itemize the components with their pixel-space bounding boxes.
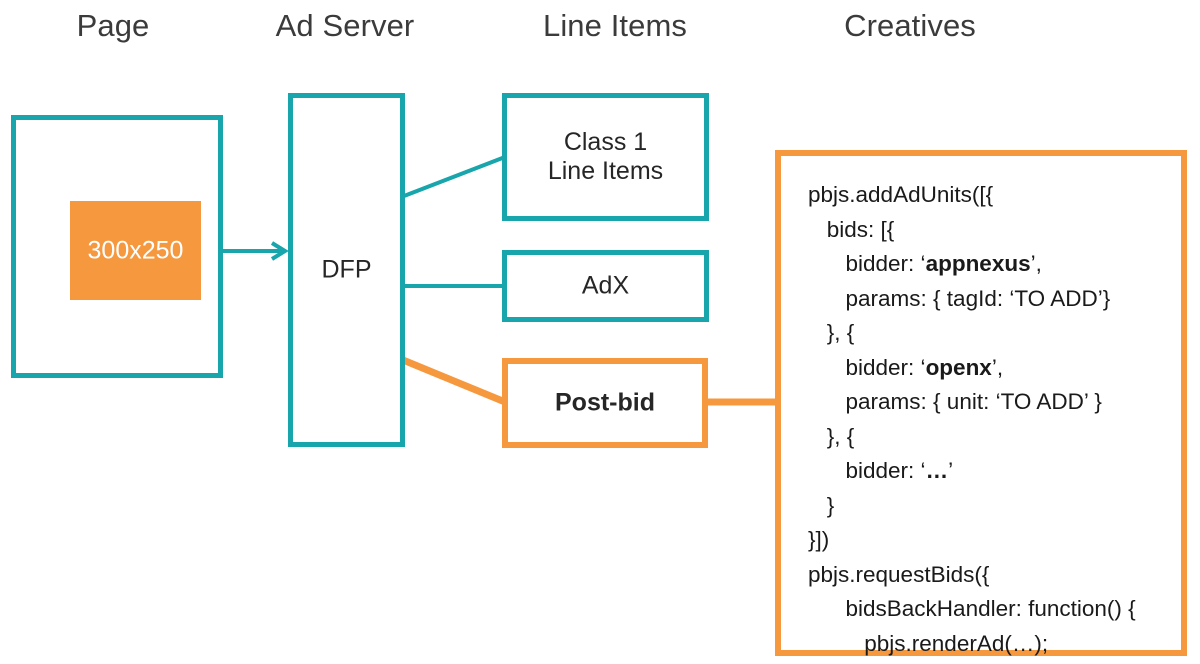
code-line: }, { <box>808 423 855 449</box>
class1-line-items-box[interactable]: Class 1 Line Items <box>502 93 709 221</box>
code-line: params: { tagId: ‘TO ADD’} <box>808 285 1111 311</box>
code-line: bids: [{ <box>808 216 895 242</box>
class1-line-items-label: Class 1 Line Items <box>547 127 664 185</box>
code-line: }, { <box>808 320 855 345</box>
code-line: bidder: ‘openx’, <box>808 354 1004 380</box>
post-bid-label: Post-bid <box>555 388 655 417</box>
code-line: bidsBackHandler: function() { <box>808 596 1136 621</box>
column-header-ad-server: Ad Server <box>275 8 415 43</box>
code-line: pbjs.renderAd(…); <box>808 630 1049 656</box>
ad-slot-300x250[interactable]: 300x250 <box>70 201 201 300</box>
adx-box[interactable]: AdX <box>502 250 709 322</box>
column-header-creatives: Creatives <box>844 8 976 43</box>
adx-label: AdX <box>581 271 630 300</box>
dfp-to-postbid-line <box>401 356 507 406</box>
code-line: params: { unit: ‘TO ADD’ } <box>808 389 1102 414</box>
code-line: bidder: ‘appnexus’, <box>808 251 1042 276</box>
dfp-box[interactable]: DFP <box>288 93 405 447</box>
post-bid-box[interactable]: Post-bid <box>502 358 708 448</box>
code-line: }]) <box>808 527 830 552</box>
code-line: pbjs.requestBids({ <box>808 561 990 587</box>
prebid-code-snippet: pbjs.addAdUnits([{ bids: [{ bidder: ‘app… <box>808 178 1173 664</box>
dfp-label: DFP <box>321 255 372 284</box>
code-line: bidder: ‘…’ <box>808 458 954 483</box>
ad-slot-label: 300x250 <box>87 236 184 264</box>
code-line: } <box>808 492 835 518</box>
column-header-line-items: Line Items <box>542 8 687 43</box>
column-header-page: Page <box>76 8 150 43</box>
code-line: pbjs.addAdUnits([{ <box>808 182 994 207</box>
creatives-code-panel[interactable]: pbjs.addAdUnits([{ bids: [{ bidder: ‘app… <box>775 150 1187 656</box>
dfp-to-class1-line <box>403 155 506 198</box>
